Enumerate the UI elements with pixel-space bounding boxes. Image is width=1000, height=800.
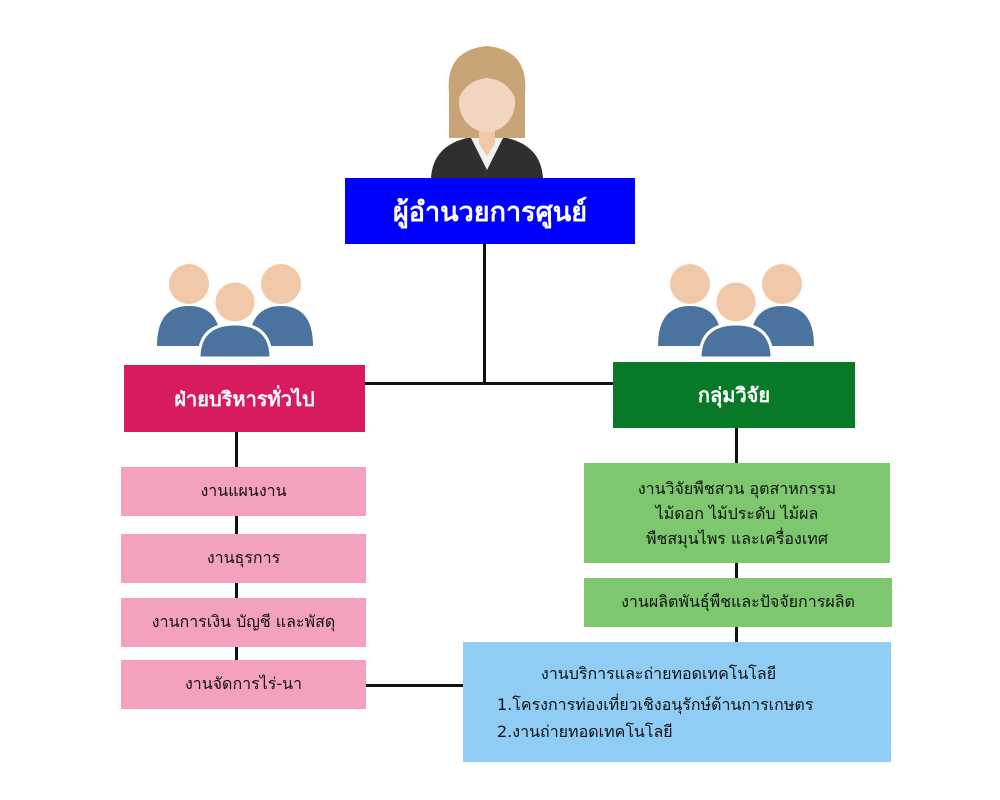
research-unit-label: งานผลิตพันธุ์พืชและปัจจัยการผลิต <box>621 592 855 611</box>
connector-director-down <box>483 244 486 384</box>
service-item: 1.โครงการท่องเที่ยวเชิงอนุรักษ์ด้านการเก… <box>497 694 814 714</box>
people-group-icon <box>658 264 814 360</box>
service-technology-transfer-box: งานบริการและถ่ายทอดเทคโนโลยี 1.โครงการท่… <box>463 642 891 762</box>
connector-admin-to-service <box>366 684 463 687</box>
admin-division-title: ฝ่ายบริหารทั่วไป <box>174 386 315 411</box>
people-group-icon <box>157 264 313 360</box>
research-unit-line: พืชสมุนไพร และเครื่องเทศ <box>646 528 828 548</box>
research-unit-line: ไม้ดอก ไม้ประดับ ไม้ผล <box>655 503 819 523</box>
admin-unit-planning: งานแผนงาน <box>121 467 366 516</box>
admin-unit-finance: งานการเงิน บัญชี และพัสดุ <box>121 598 366 647</box>
admin-unit-label: งานแผนงาน <box>200 481 287 500</box>
director-box: ผู้อำนวยการศูนย์ <box>345 178 635 244</box>
research-unit-horticulture: งานวิจัยพืชสวน อุตสาหกรรม ไม้ดอก ไม้ประด… <box>584 463 890 563</box>
service-item: 2.งานถ่ายทอดเทคโนโลยี <box>497 721 673 741</box>
admin-unit-label: งานธุรการ <box>206 548 281 567</box>
connector-horizontal-top <box>365 382 613 385</box>
admin-unit-label: งานจัดการไร่-นา <box>184 674 303 693</box>
service-title: งานบริการและถ่ายทอดเทคโนโลยี <box>541 663 777 683</box>
research-group-box: กลุ่มวิจัย <box>613 362 855 428</box>
admin-unit-label: งานการเงิน บัญชี และพัสดุ <box>151 612 336 631</box>
research-group-title: กลุ่มวิจัย <box>697 383 771 407</box>
admin-unit-farm-management: งานจัดการไร่-นา <box>121 660 366 709</box>
admin-division-box: ฝ่ายบริหารทั่วไป <box>124 365 365 432</box>
businesswoman-icon <box>431 46 543 178</box>
research-unit-line: งานวิจัยพืชสวน อุตสาหกรรม <box>637 478 837 498</box>
director-title: ผู้อำนวยการศูนย์ <box>392 196 588 228</box>
admin-unit-general-affairs: งานธุรการ <box>121 534 366 583</box>
research-unit-seed-production: งานผลิตพันธุ์พืชและปัจจัยการผลิต <box>584 578 892 627</box>
